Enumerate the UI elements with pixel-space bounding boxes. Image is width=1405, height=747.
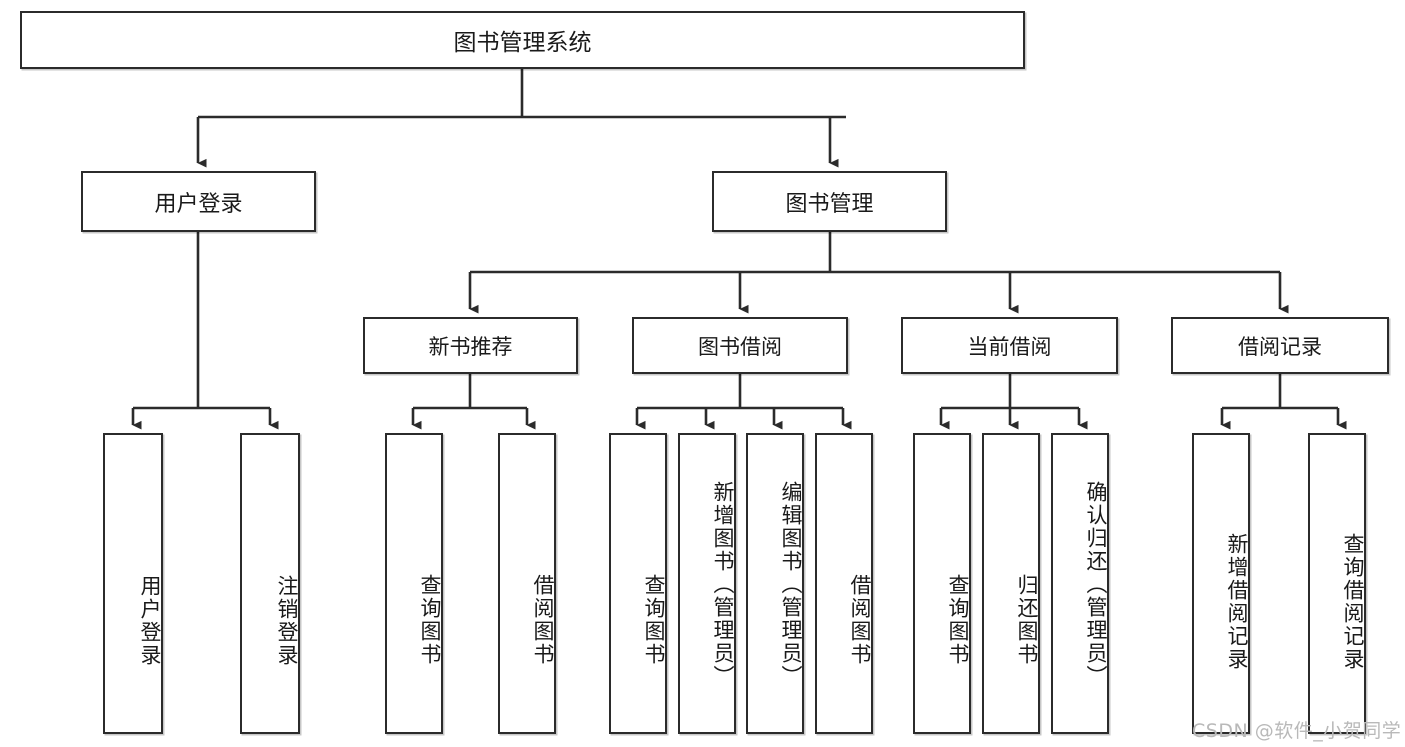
- leaf-query-book-borrow[interactable]: 查询图书: [609, 433, 667, 734]
- leaf-add-borrow-record[interactable]: 新增借阅记录: [1192, 433, 1250, 734]
- leaf-edit-book-admin[interactable]: 编辑图书（管理员）: [746, 433, 804, 734]
- leaf-borrow-book[interactable]: 借阅图书: [815, 433, 873, 734]
- node-user-login[interactable]: 用户登录: [81, 171, 316, 232]
- leaf-query-borrow-record[interactable]: 查询借阅记录: [1308, 433, 1366, 734]
- node-label: 查询图书: [946, 573, 970, 666]
- node-root-book-management-system[interactable]: 图书管理系统: [20, 11, 1025, 69]
- leaf-confirm-return-admin[interactable]: 确认归还（管理员）: [1051, 433, 1109, 734]
- csdn-watermark: CSDN @软件_小贺同学: [1192, 720, 1402, 742]
- node-borrow-record[interactable]: 借阅记录: [1171, 317, 1389, 374]
- node-label: 图书管理: [785, 191, 874, 217]
- node-label: 编辑图书（管理员）: [779, 481, 803, 688]
- leaf-user-login[interactable]: 用户登录: [103, 433, 163, 734]
- node-label: 用户登录: [154, 191, 243, 217]
- leaf-query-book-recommend[interactable]: 查询图书: [385, 433, 443, 734]
- leaf-logout[interactable]: 注销登录: [240, 433, 300, 734]
- node-label: 查询图书: [642, 573, 666, 666]
- node-label: 查询借阅记录: [1341, 532, 1365, 671]
- node-label: 当前借阅: [967, 334, 1052, 359]
- node-label: 图书借阅: [698, 334, 782, 359]
- node-label: 查询图书: [418, 573, 442, 666]
- node-label: 新书推荐: [428, 334, 513, 359]
- node-label: 图书管理系统: [453, 30, 592, 56]
- node-label: 确认归还（管理员）: [1084, 481, 1108, 688]
- node-book-borrow[interactable]: 图书借阅: [632, 317, 848, 374]
- node-label: 归还图书: [1015, 573, 1039, 666]
- leaf-borrow-book-recommend[interactable]: 借阅图书: [498, 433, 556, 734]
- node-label: 借阅图书: [848, 573, 872, 666]
- node-label: 新增图书（管理员）: [711, 481, 735, 688]
- node-book-management[interactable]: 图书管理: [712, 171, 947, 232]
- node-label: 借阅图书: [531, 573, 555, 666]
- node-new-book-recommend[interactable]: 新书推荐: [363, 317, 578, 374]
- leaf-add-book-admin[interactable]: 新增图书（管理员）: [678, 433, 736, 734]
- node-label: 注销登录: [275, 574, 299, 667]
- node-label: 用户登录: [138, 574, 162, 667]
- leaf-query-book-current[interactable]: 查询图书: [913, 433, 971, 734]
- node-label: 借阅记录: [1238, 334, 1322, 359]
- leaf-return-book[interactable]: 归还图书: [982, 433, 1040, 734]
- node-label: 新增借阅记录: [1225, 532, 1249, 671]
- node-current-borrow[interactable]: 当前借阅: [901, 317, 1118, 374]
